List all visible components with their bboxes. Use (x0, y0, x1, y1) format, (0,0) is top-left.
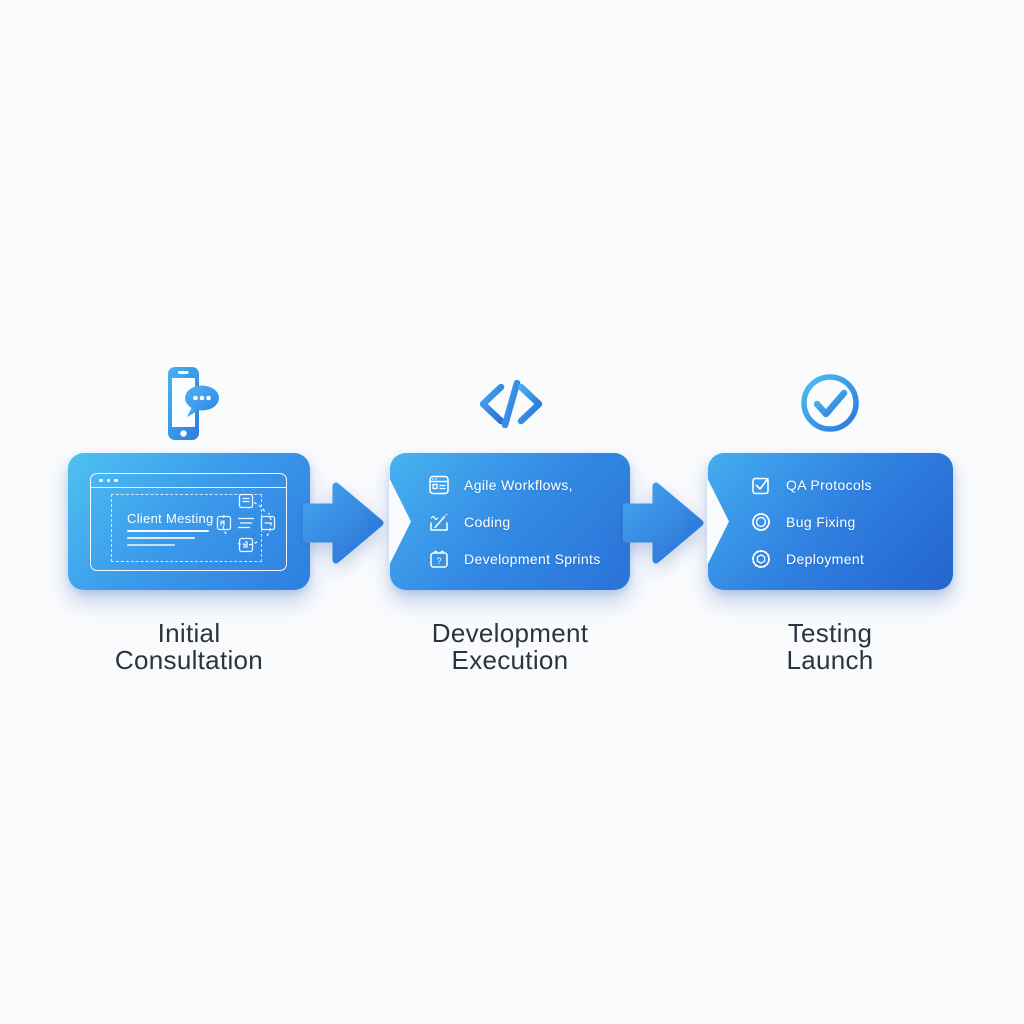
list-item: Agile Workflows, (428, 473, 630, 496)
stage-card-initial-consultation: Client Mesting (68, 453, 310, 590)
task-list-icon (429, 475, 449, 494)
stage-title-development-execution: Development Execution (385, 620, 635, 674)
list-item-label: Development Sprints (464, 550, 601, 567)
arrow-right-icon (303, 482, 384, 564)
stage-title-line: Testing (787, 618, 873, 648)
browser-heading: Client Mesting (127, 511, 214, 526)
window-dot-icon (114, 478, 118, 483)
stage-card-testing-launch: QA Protocols Bug Fixing (707, 453, 953, 590)
stage-title-testing-launch: Testing Launch (705, 620, 955, 674)
list-item: Deployment (750, 547, 953, 570)
text-line (127, 537, 195, 539)
list-item: QA Protocols (750, 473, 953, 496)
stage-title-line: Launch (786, 645, 874, 675)
calendar-icon: ? (430, 550, 448, 568)
stage-card-development-execution: Agile Workflows, Coding (389, 453, 630, 590)
list-item-label: Deployment (786, 550, 865, 567)
stage-title-line: Development (431, 618, 589, 648)
window-dot-icon (106, 478, 111, 483)
list-item: Coding (428, 510, 630, 533)
stage-title-line: Consultation (114, 645, 264, 675)
list-item-label: Coding (464, 513, 511, 530)
list-item-label: Agile Workflows, (464, 476, 573, 493)
badge-icon (752, 512, 770, 531)
list-item-label: QA Protocols (786, 476, 872, 493)
window-dot-icon (99, 478, 103, 483)
process-cycle-icon (216, 493, 276, 553)
browser-header (91, 474, 286, 488)
code-icon (479, 380, 543, 428)
list-item: ? Development Sprints (428, 547, 630, 570)
text-line (127, 530, 209, 533)
stage-title-line: Execution (451, 645, 569, 675)
gear-icon (752, 549, 770, 568)
checkbox-icon (752, 477, 769, 494)
text-line (127, 544, 175, 546)
arrow-right-icon (623, 482, 704, 564)
stage-title-initial-consultation: Initial Consultation (68, 620, 310, 674)
list-item-label: Bug Fixing (786, 513, 856, 530)
phone-chat-icon (168, 367, 219, 440)
browser-window-mockup: Client Mesting (90, 473, 287, 571)
stage-title-line: Initial (157, 618, 221, 648)
check-circle-icon (801, 374, 859, 432)
list-item: Bug Fixing (750, 510, 953, 533)
svg-text:?: ? (436, 556, 441, 566)
writing-icon (430, 513, 448, 531)
